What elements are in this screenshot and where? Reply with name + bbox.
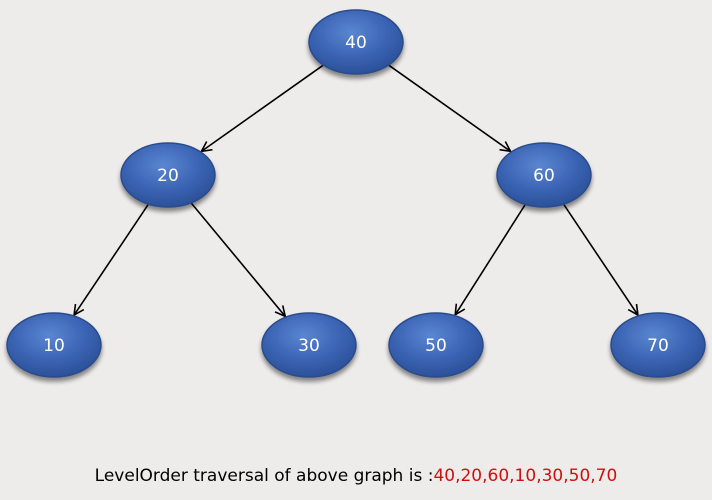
tree-node-70: 70 — [610, 312, 706, 378]
edges-layer — [74, 64, 638, 317]
node-ellipse — [610, 312, 706, 378]
edge-40-20 — [201, 64, 324, 151]
edge-20-30 — [190, 202, 285, 317]
node-label: 60 — [533, 166, 555, 186]
nodes-layer: 40 20 60 10 30 50 70 — [6, 9, 706, 378]
node-ellipse — [388, 312, 484, 378]
edge-40-60 — [388, 64, 511, 151]
node-label: 20 — [157, 166, 179, 186]
tree-node-10: 10 — [6, 312, 102, 378]
traversal-caption: LevelOrder traversal of above graph is :… — [0, 466, 712, 486]
node-label: 40 — [345, 33, 367, 53]
node-label: 50 — [425, 336, 447, 356]
tree-node-40: 40 — [308, 9, 404, 75]
edge-20-10 — [74, 203, 150, 315]
node-label: 70 — [647, 336, 669, 356]
edge-60-70 — [562, 203, 638, 315]
node-ellipse — [6, 312, 102, 378]
tree-node-20: 20 — [120, 142, 216, 208]
node-label: 10 — [43, 336, 65, 356]
node-ellipse — [120, 142, 216, 208]
node-label: 30 — [298, 336, 320, 356]
node-ellipse — [496, 142, 592, 208]
node-ellipse — [308, 9, 404, 75]
tree-node-50: 50 — [388, 312, 484, 378]
caption-prefix: LevelOrder traversal of above graph is : — [94, 466, 434, 486]
tree-diagram: 40 20 60 10 30 50 70 — [6, 9, 706, 378]
tree-node-30: 30 — [261, 312, 357, 378]
tree-node-60: 60 — [496, 142, 592, 208]
caption-values: 40,20,60,10,30,50,70 — [433, 466, 618, 486]
edge-60-50 — [455, 203, 527, 314]
node-ellipse — [261, 312, 357, 378]
